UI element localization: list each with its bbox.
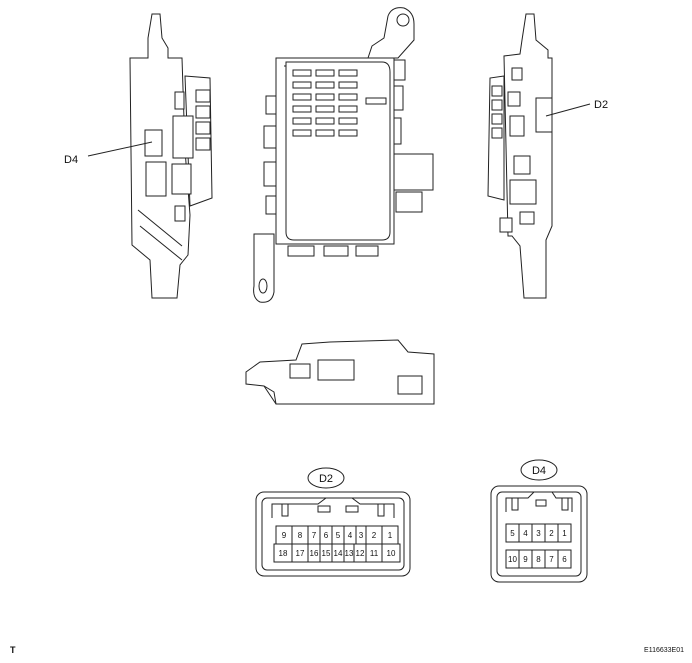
connector-d2-pin-label: 8 (298, 531, 303, 540)
right-side-view (487, 13, 553, 299)
connector-d2-pin-label: 5 (336, 531, 341, 540)
connector-d4-pin-label: 8 (536, 555, 541, 564)
connector-d2-pin-label: 16 (310, 549, 319, 558)
figure-code: E116633E01 (644, 647, 684, 654)
connector-d4-pin-label: 6 (562, 555, 567, 564)
left-side-view (129, 13, 213, 299)
callout-d2-label: D2 (594, 99, 608, 111)
connector-d2-pin-label: 7 (312, 531, 317, 540)
connector-d2-pin-label: 13 (345, 549, 354, 558)
connector-d4-pin-label: 2 (549, 529, 554, 538)
connector-d4-pin-label: 3 (536, 529, 541, 538)
connector-d2-pin-label: 2 (372, 531, 377, 540)
connector-d2-label: D2 (319, 473, 333, 485)
connector-d4-pin-cell (557, 549, 572, 569)
connector-d2-pin-label: 15 (322, 549, 331, 558)
connector-d4-pin-label: 10 (508, 555, 517, 564)
connector-d2-pin-label: 10 (387, 549, 396, 558)
callout-d4-label: D4 (64, 154, 78, 166)
connector-d4-pin-cell (557, 523, 572, 543)
connector-d2-pin-cell (381, 543, 401, 563)
connector-d4-pin-label: 7 (549, 555, 554, 564)
connector-d4-label: D4 (532, 465, 546, 477)
connector-d4-pin-label: 1 (562, 529, 567, 538)
connector-d2-pin-label: 14 (334, 549, 343, 558)
footer-mark: T (10, 645, 16, 655)
connector-d2-pin-label: 12 (356, 549, 365, 558)
connector-d4-pin-label: 9 (523, 555, 528, 564)
connector-d4-pin-label: 5 (510, 529, 515, 538)
connector-d2-pin-label: 4 (348, 531, 353, 540)
connector-d2-pin-label: 18 (279, 549, 288, 558)
connector-d4-pin-label: 4 (523, 529, 528, 538)
callout-d2: D2 (545, 99, 608, 117)
connector-d2-pin-label: 1 (388, 531, 393, 540)
connector-d2-pin-label: 11 (370, 549, 379, 558)
connector-d2-pin-label: 9 (282, 531, 287, 540)
fuse-grid (292, 69, 387, 137)
center-front-view (253, 7, 434, 303)
callout-d4: D4 (64, 141, 153, 166)
connector-d2-pin-label: 17 (296, 549, 305, 558)
connector-d2-pin-label: 6 (324, 531, 329, 540)
connector-d2-pin-label: 3 (359, 531, 364, 540)
bottom-view (245, 339, 435, 405)
